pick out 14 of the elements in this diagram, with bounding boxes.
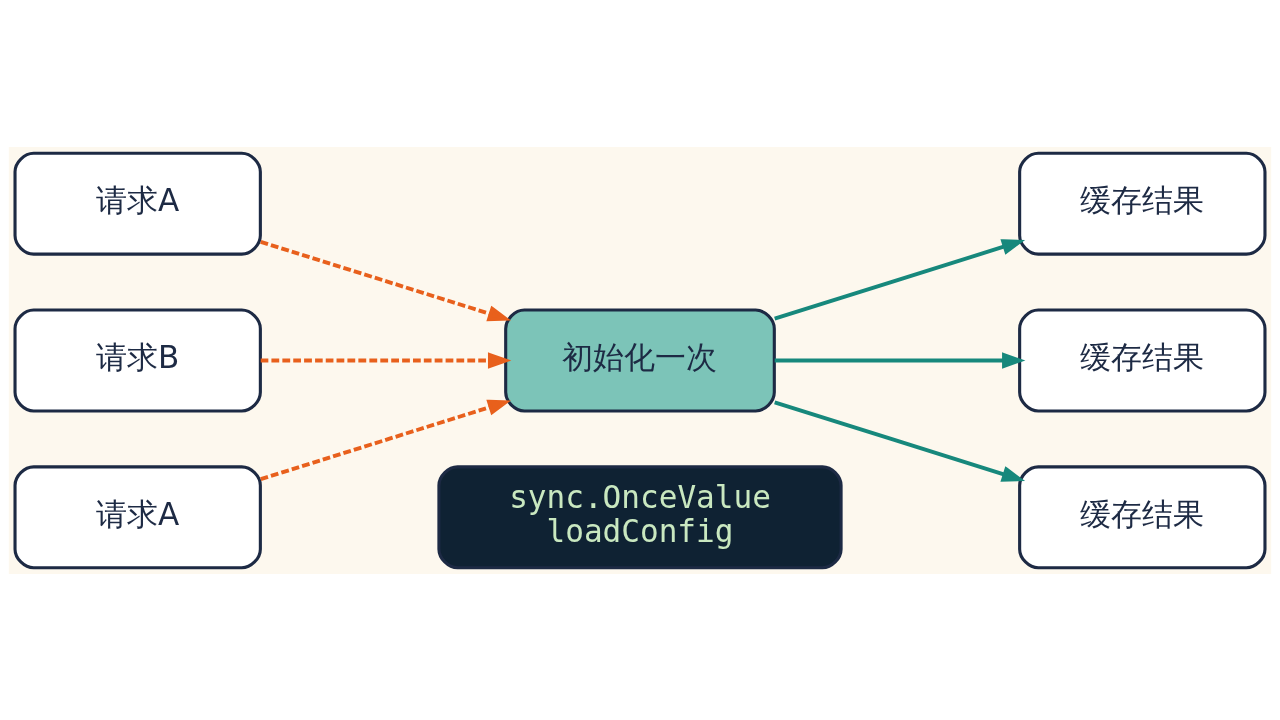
node-box: sync.OnceValue loadConfig [437, 464, 843, 569]
arrow [260, 239, 512, 321]
node-box: 缓存结果 [1018, 151, 1267, 256]
arrow [260, 399, 512, 481]
node-box: 请求B [13, 308, 262, 412]
node-box: 初始化一次 [504, 308, 776, 412]
node-box: 缓存结果 [1018, 464, 1267, 569]
node-box: 请求A [13, 464, 262, 569]
node-box: 缓存结果 [1018, 308, 1267, 412]
node-box: 请求A [13, 151, 262, 256]
arrow [774, 238, 1026, 321]
arrow [774, 399, 1026, 482]
arrow [774, 351, 1026, 369]
arrow [260, 351, 512, 369]
